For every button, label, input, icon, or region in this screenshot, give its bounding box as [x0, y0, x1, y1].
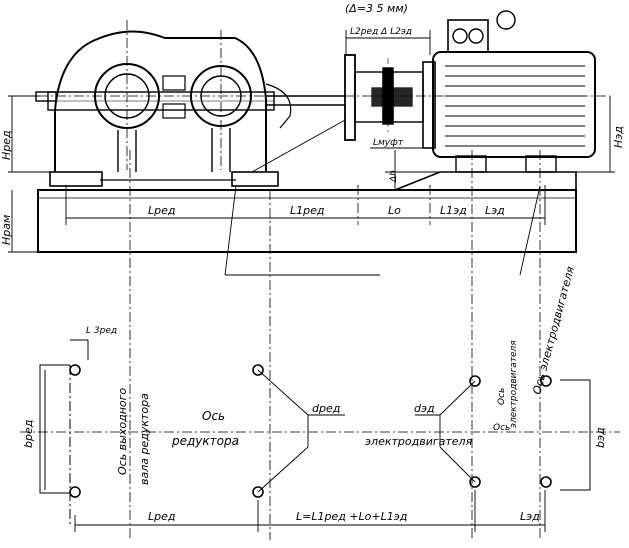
label-l1-red: L1ред [290, 204, 324, 217]
label-axis-reducer-1: Ось [202, 409, 225, 423]
bolt-hole [469, 375, 481, 387]
label-axis-motor-v1: Ось [497, 388, 507, 405]
bolt-hole [540, 476, 552, 488]
bolt-hole [69, 486, 81, 498]
dimension-lines-top [8, 30, 615, 276]
center-lines [20, 20, 620, 540]
labels: (Δ=3 5 мм) L2ред Δ L2эд Hред Hрам Hэд Lм… [0, 2, 625, 523]
label-axis-motor-diag: Ось электродвигателя [530, 265, 577, 396]
diameter-leaders [257, 369, 476, 493]
label-l-ed-bottom: Lэд [520, 510, 540, 523]
label-l-muft: Lмуфт [373, 138, 404, 148]
label-axis-motor-h1: Ось [493, 423, 510, 433]
label-l-o: Lo [388, 204, 401, 217]
reducer-housing [35, 30, 345, 187]
label-axis-output-shaft-2: вала редуктора [138, 393, 151, 485]
label-l2red-l2ed: L2ред Δ L2эд [350, 27, 412, 37]
electric-motor [422, 10, 596, 173]
label-b-red: bред [22, 420, 35, 448]
label-l1-ed: L1эд [440, 204, 467, 217]
bolt-hole [469, 476, 481, 488]
label-axis-motor-v2: электродвигателя [509, 340, 519, 428]
label-h-red: Hред [0, 130, 13, 160]
label-delta-h: Δh [389, 170, 399, 183]
label-l-red-top: Lред [148, 204, 175, 217]
bolt-hole [69, 364, 81, 376]
plan-frame-outline [39, 339, 591, 525]
label-d-ed: dэд [414, 402, 435, 415]
bolt-hole [252, 486, 264, 498]
label-axis-output-shaft-1: Ось выходного [116, 388, 129, 475]
label-l-ed-top: Lэд [485, 204, 505, 217]
base-frame [37, 171, 577, 253]
bolt-hole [540, 375, 552, 387]
dimension-lines-bottom [74, 490, 546, 532]
label-l-formula: L=L1ред +Lo+L1эд [296, 510, 407, 523]
gap-note: (Δ=3 5 мм) [345, 2, 408, 15]
label-d-red: dред [312, 402, 340, 415]
label-l3-red: L 3ред [86, 326, 117, 336]
label-h-ed: Hэд [612, 126, 625, 148]
label-h-ram: Hрам [0, 215, 13, 245]
coupling [344, 54, 424, 141]
label-l-red-bottom: Lред [148, 510, 175, 523]
bolt-holes [69, 364, 552, 498]
bolt-hole [252, 364, 264, 376]
label-axis-motor-h2: электродвигателя [365, 435, 473, 448]
label-b-ed: bэд [594, 427, 607, 448]
label-axis-reducer-2: редуктора [171, 434, 239, 448]
